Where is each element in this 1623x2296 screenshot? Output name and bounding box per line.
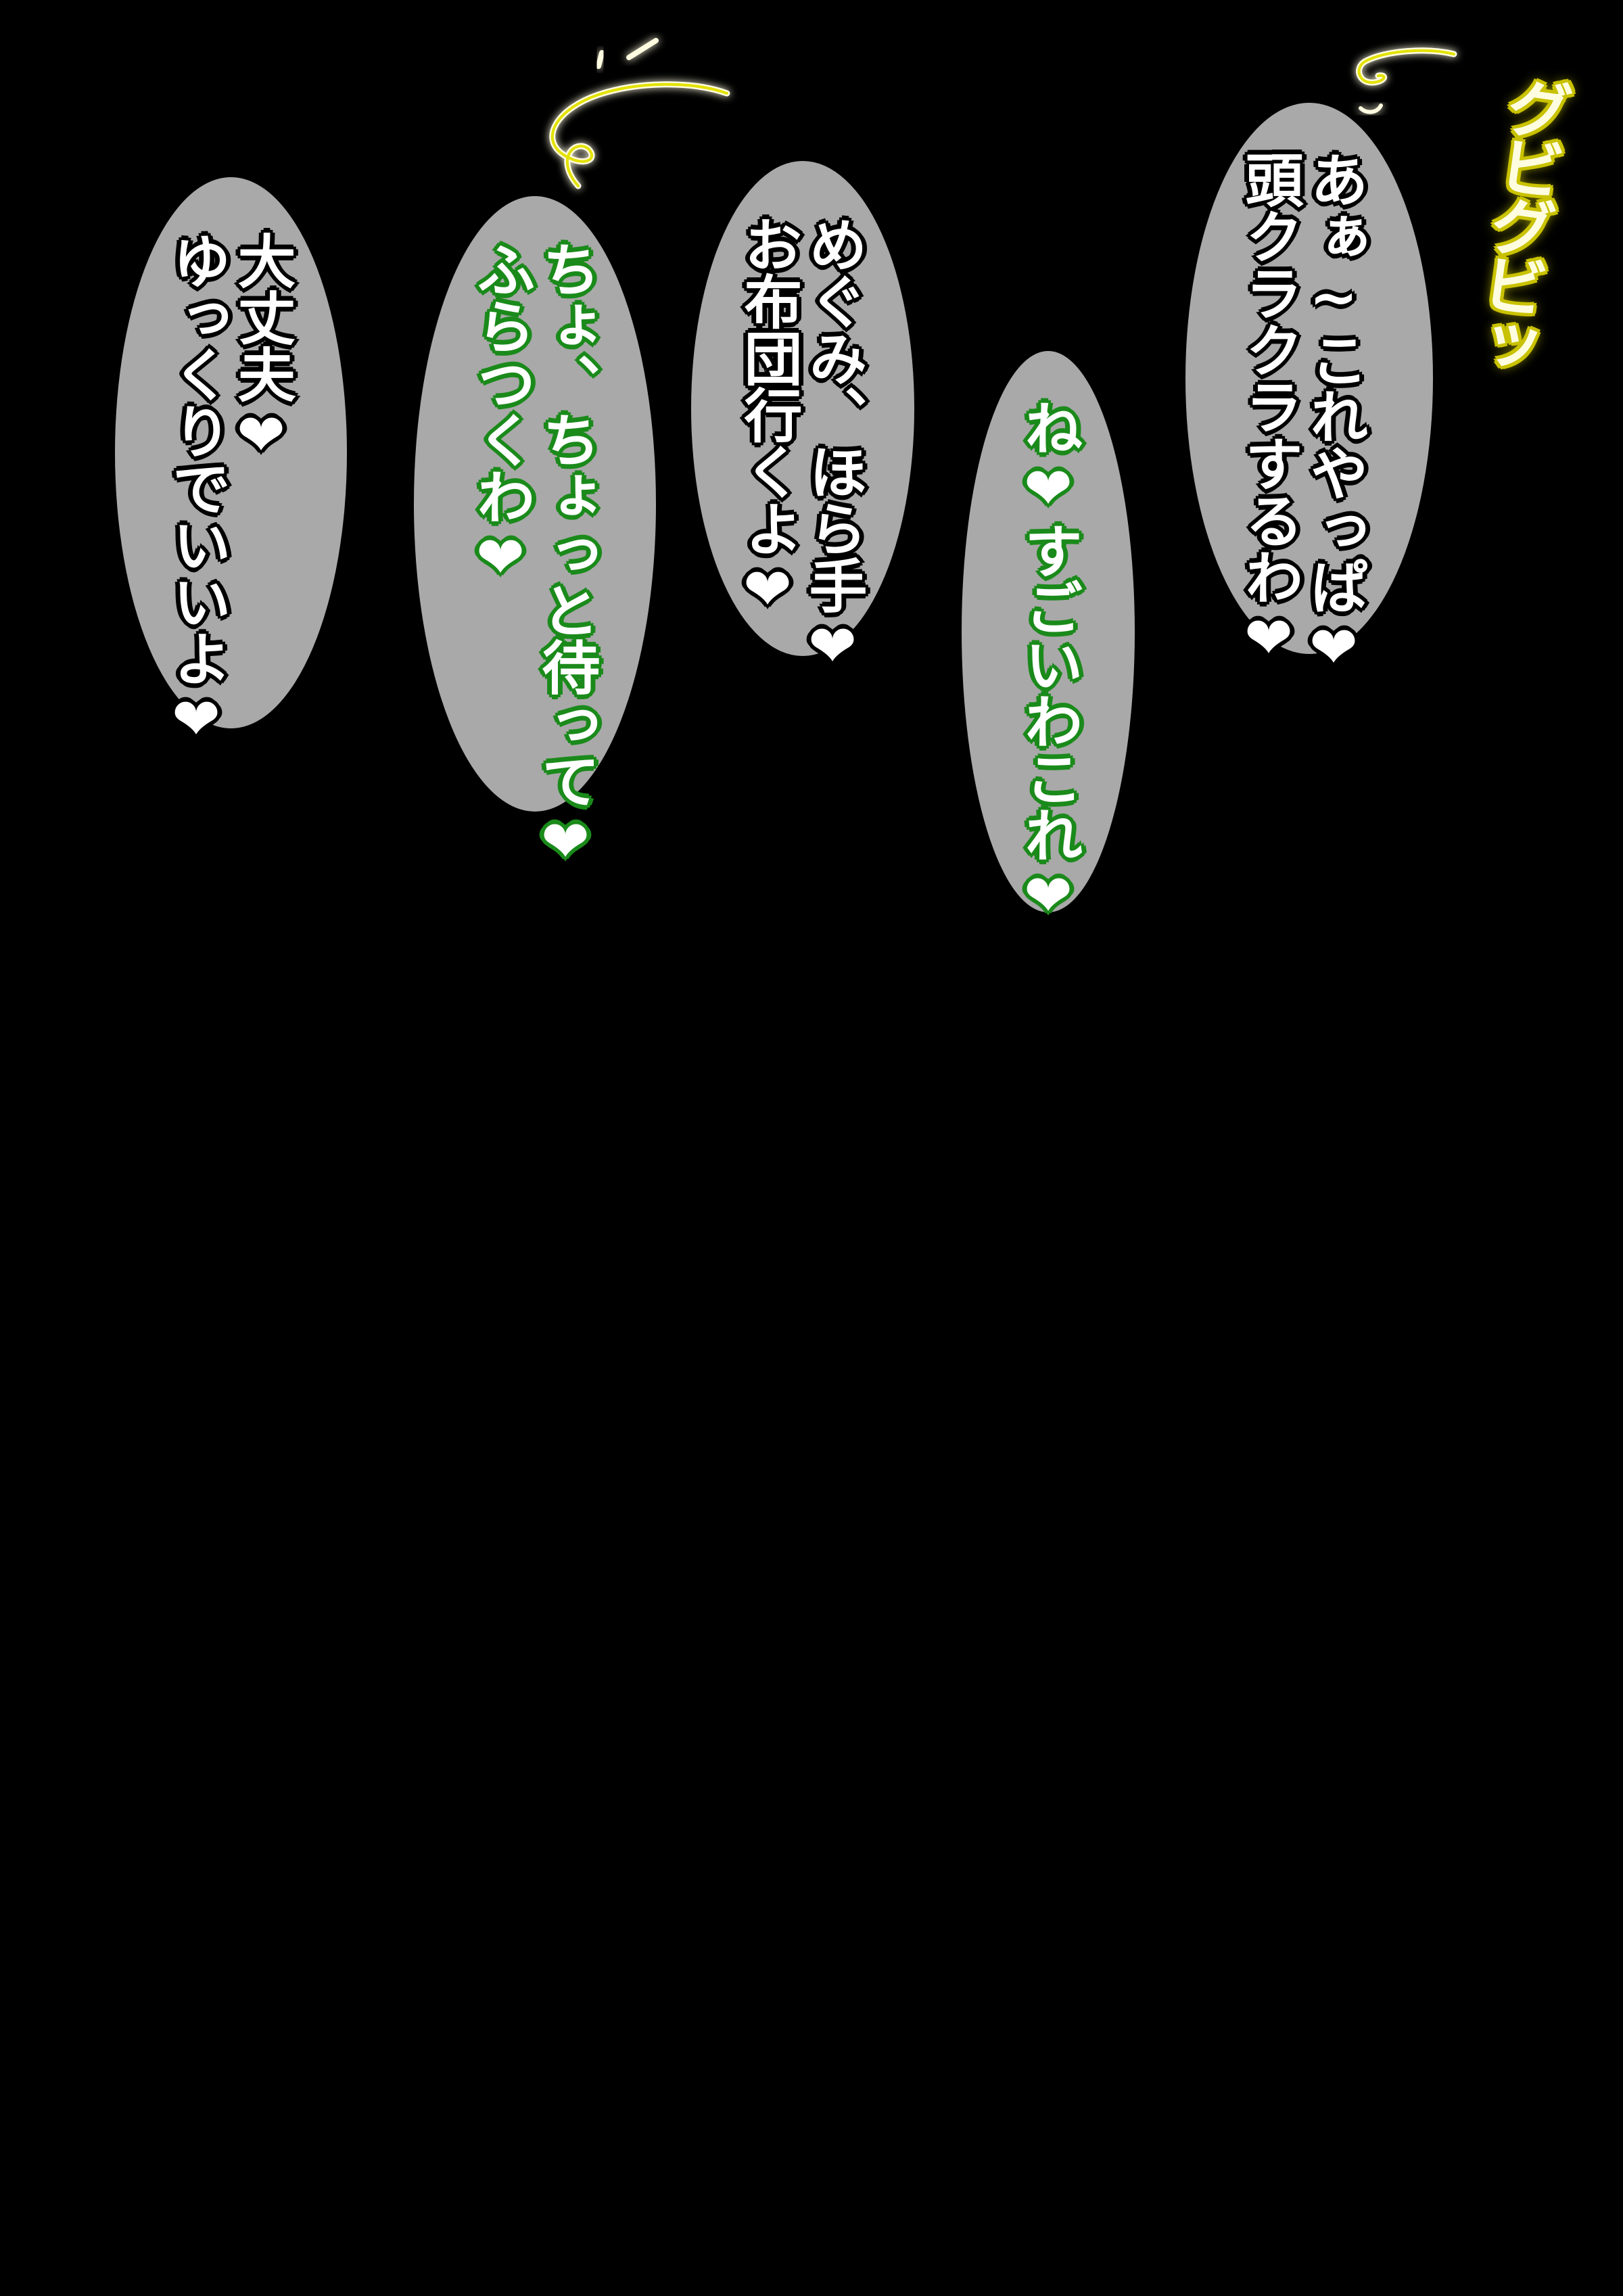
speech-line: ね❤すごいわこれ❤ xyxy=(1014,398,1082,929)
speech-line: 頭クラクラするわ❤ xyxy=(1234,149,1304,672)
speech-bubble-4-text: ちょ、ちょっと待って❤ ふらつくわ❤ xyxy=(467,240,599,874)
speech-bubble-2: ね❤すごいわこれ❤ xyxy=(962,351,1135,929)
speech-line: ゆっくりでいいよ❤ xyxy=(162,231,231,753)
speech-bubble-5: 大丈夫❤ ゆっくりでいいよ❤ xyxy=(115,177,347,753)
dizzy-swirl-icon xyxy=(1356,47,1457,114)
speech-bubble-1: あぁ~これやっぱ❤ 頭クラクラするわ❤ xyxy=(1185,103,1433,682)
speech-line: ふらつくわ❤ xyxy=(467,240,534,590)
speech-line: めぐみ、ほら手❤ xyxy=(798,214,868,680)
speech-bubble-4: ちょ、ちょっと待って❤ ふらつくわ❤ xyxy=(414,196,656,874)
speech-bubble-5-text: 大丈夫❤ ゆっくりでいいよ❤ xyxy=(162,231,296,753)
speech-bubble-3: めぐみ、ほら手❤ お布団行くよ❤ xyxy=(691,161,914,680)
sound-effect-text: グビグビッ xyxy=(1459,70,1576,376)
speech-line: お布団行くよ❤ xyxy=(733,214,803,624)
speech-bubble-2-text: ね❤すごいわこれ❤ xyxy=(1014,398,1082,929)
speech-bubble-3-text: めぐみ、ほら手❤ お布団行くよ❤ xyxy=(733,214,868,680)
speech-line: あぁ~これやっぱ❤ xyxy=(1299,149,1369,682)
dizzy-swirl-icon xyxy=(549,38,730,189)
speech-bubble-1-text: あぁ~これやっぱ❤ 頭クラクラするわ❤ xyxy=(1234,149,1369,682)
speech-line: 大丈夫❤ xyxy=(227,231,296,469)
speech-line: ちょ、ちょっと待って❤ xyxy=(532,240,599,874)
